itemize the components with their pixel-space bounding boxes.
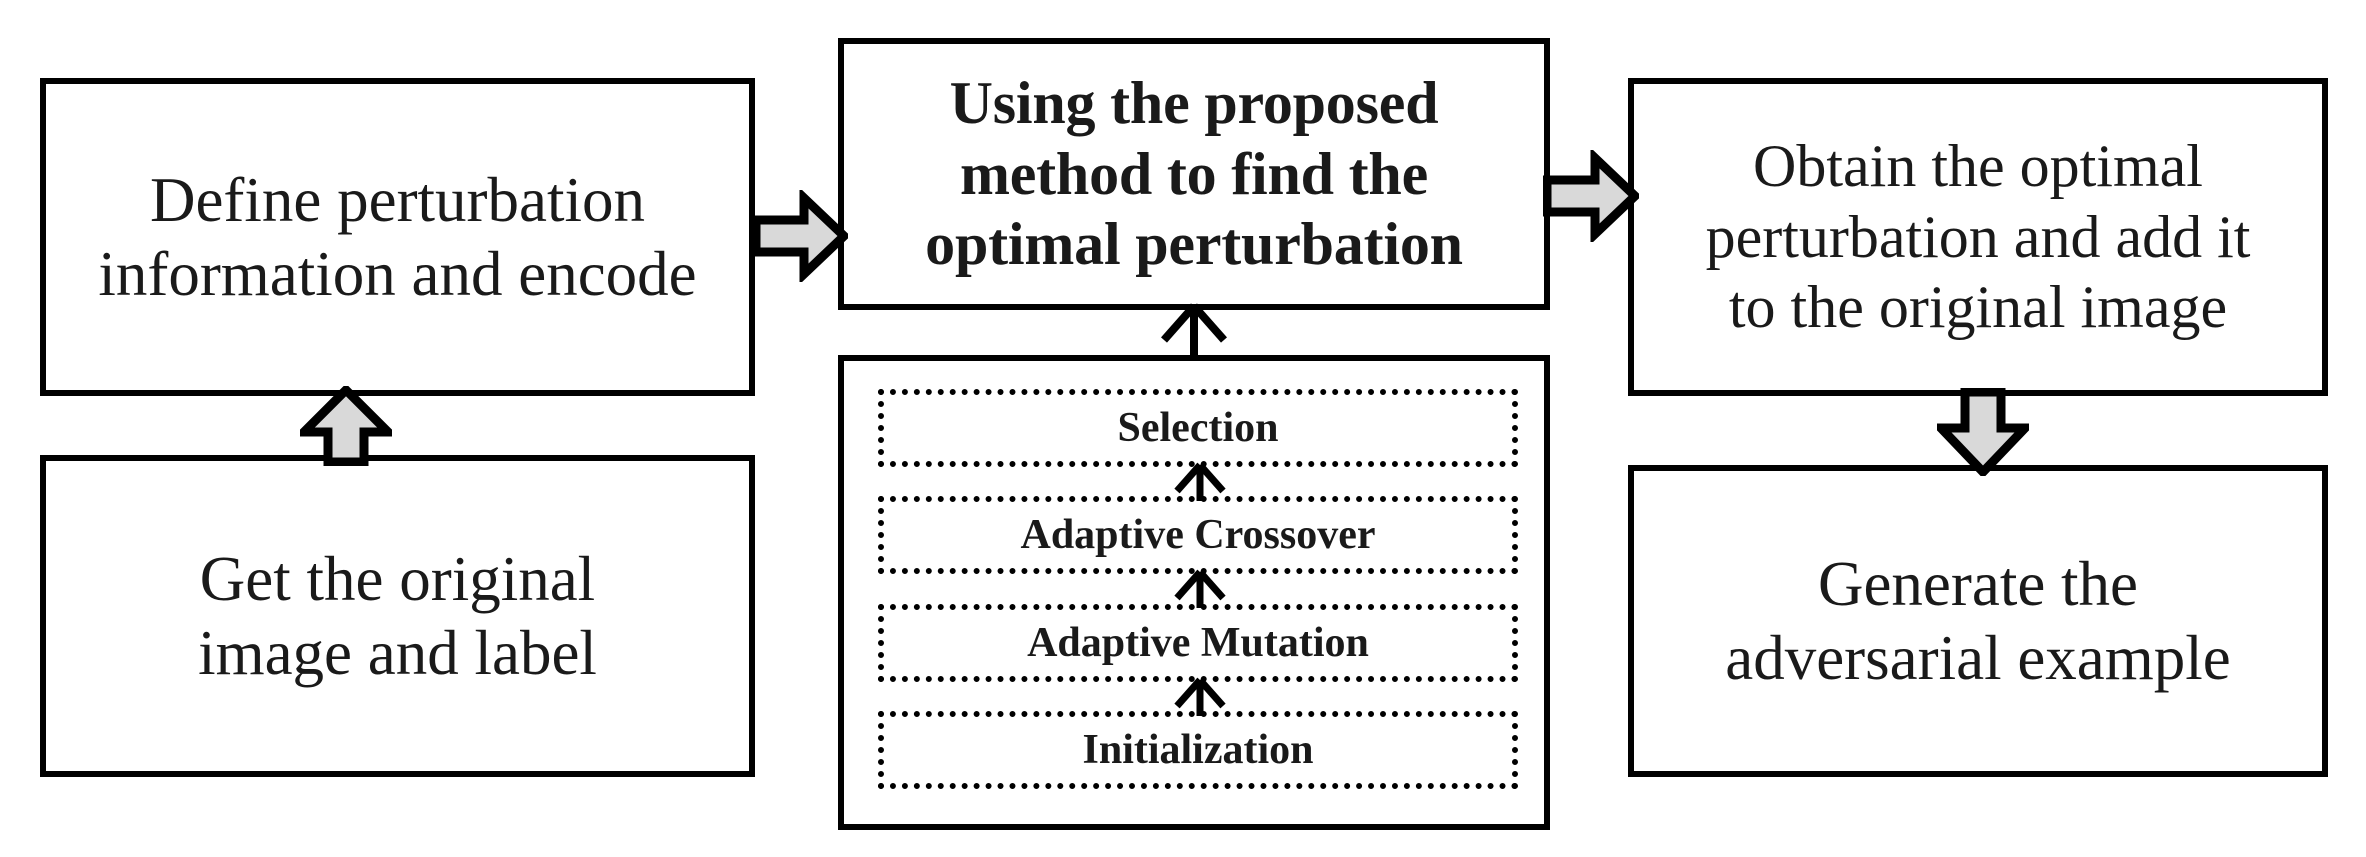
ga-step-adaptive-crossover: Adaptive Crossover xyxy=(878,496,1518,574)
box-generate-adversarial-example: Generate the adversarial example xyxy=(1628,465,2328,777)
ga-step-initialization-label: Initialization xyxy=(1082,727,1314,773)
arrow-up-crossover-selection-icon xyxy=(844,461,1556,501)
box-get-original-image: Get the original image and label xyxy=(40,455,755,777)
arrow-right-define-method-icon xyxy=(752,190,848,282)
arrow-up-init-mutation-icon xyxy=(844,676,1556,716)
ga-step-selection: Selection xyxy=(878,389,1518,467)
ga-step-selection-label: Selection xyxy=(1117,405,1279,451)
box-obtain-optimal-perturbation-label: Obtain the optimal perturbation and add … xyxy=(1705,132,2251,341)
ga-step-adaptive-mutation: Adaptive Mutation xyxy=(878,604,1518,682)
box-obtain-optimal-perturbation: Obtain the optimal perturbation and add … xyxy=(1628,78,2328,396)
ga-step-adaptive-mutation-label: Adaptive Mutation xyxy=(1027,620,1369,666)
ga-steps-container: Selection Adaptive Crossover Adaptive Mu… xyxy=(838,355,1550,830)
ga-step-initialization: Initialization xyxy=(878,711,1518,789)
arrow-up-mutation-crossover-icon xyxy=(844,568,1556,608)
box-proposed-method-label: Using the proposed method to find the op… xyxy=(925,69,1463,278)
box-generate-adversarial-example-label: Generate the adversarial example xyxy=(1725,548,2231,693)
box-define-perturbation-label: Define perturbation information and enco… xyxy=(98,164,697,309)
arrow-right-method-obtain-icon xyxy=(1543,150,1639,242)
arrow-down-obtain-generate-icon xyxy=(1937,388,2029,476)
box-proposed-method: Using the proposed method to find the op… xyxy=(838,38,1550,310)
ga-step-adaptive-crossover-label: Adaptive Crossover xyxy=(1020,512,1376,558)
box-get-original-image-label: Get the original image and label xyxy=(198,543,597,688)
box-define-perturbation: Define perturbation information and enco… xyxy=(40,78,755,396)
arrow-up-getimg-define-icon xyxy=(300,386,392,466)
